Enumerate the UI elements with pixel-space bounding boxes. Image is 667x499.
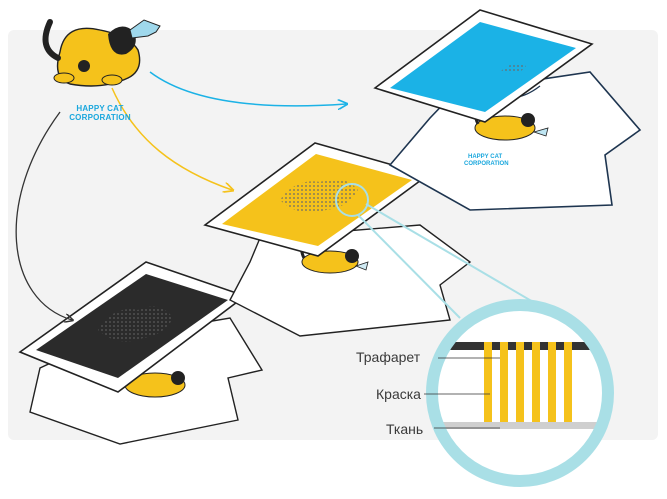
ink-post — [548, 342, 556, 422]
cat-with-fish-icon — [42, 19, 161, 87]
magnifier — [335, 183, 614, 487]
arrow-to-cyan-layer — [149, 71, 346, 106]
stencil-yellow — [203, 142, 430, 257]
label-fabric: Ткань — [386, 421, 424, 437]
svg-text:HAPPY CAT: HAPPY CAT — [468, 154, 502, 160]
tshirt-middle — [229, 224, 472, 337]
ink-post — [532, 342, 540, 422]
fabric-bar — [432, 422, 608, 429]
label-ink: Краска — [376, 386, 421, 402]
ink-post — [500, 342, 508, 422]
logo-line1: HAPPY CAT — [76, 104, 124, 113]
print-cat-middle — [300, 238, 369, 274]
svg-text:CORPORATION: CORPORATION — [464, 161, 509, 167]
logo-text: HAPPY CAT CORPORATION — [60, 104, 140, 122]
arrow-to-yellow-layer — [111, 87, 232, 190]
print-cat-top: HAPPY CAT CORPORATION — [464, 104, 549, 167]
ink-post — [516, 342, 524, 422]
label-stencil: Трафарет — [356, 349, 421, 365]
magnifier-ring — [426, 299, 614, 487]
logo-line2: CORPORATION — [69, 113, 131, 122]
arrow-to-black-layer — [15, 111, 72, 320]
ink-post — [564, 342, 572, 422]
ink-post — [484, 342, 492, 422]
stencil-cyan — [373, 9, 594, 123]
